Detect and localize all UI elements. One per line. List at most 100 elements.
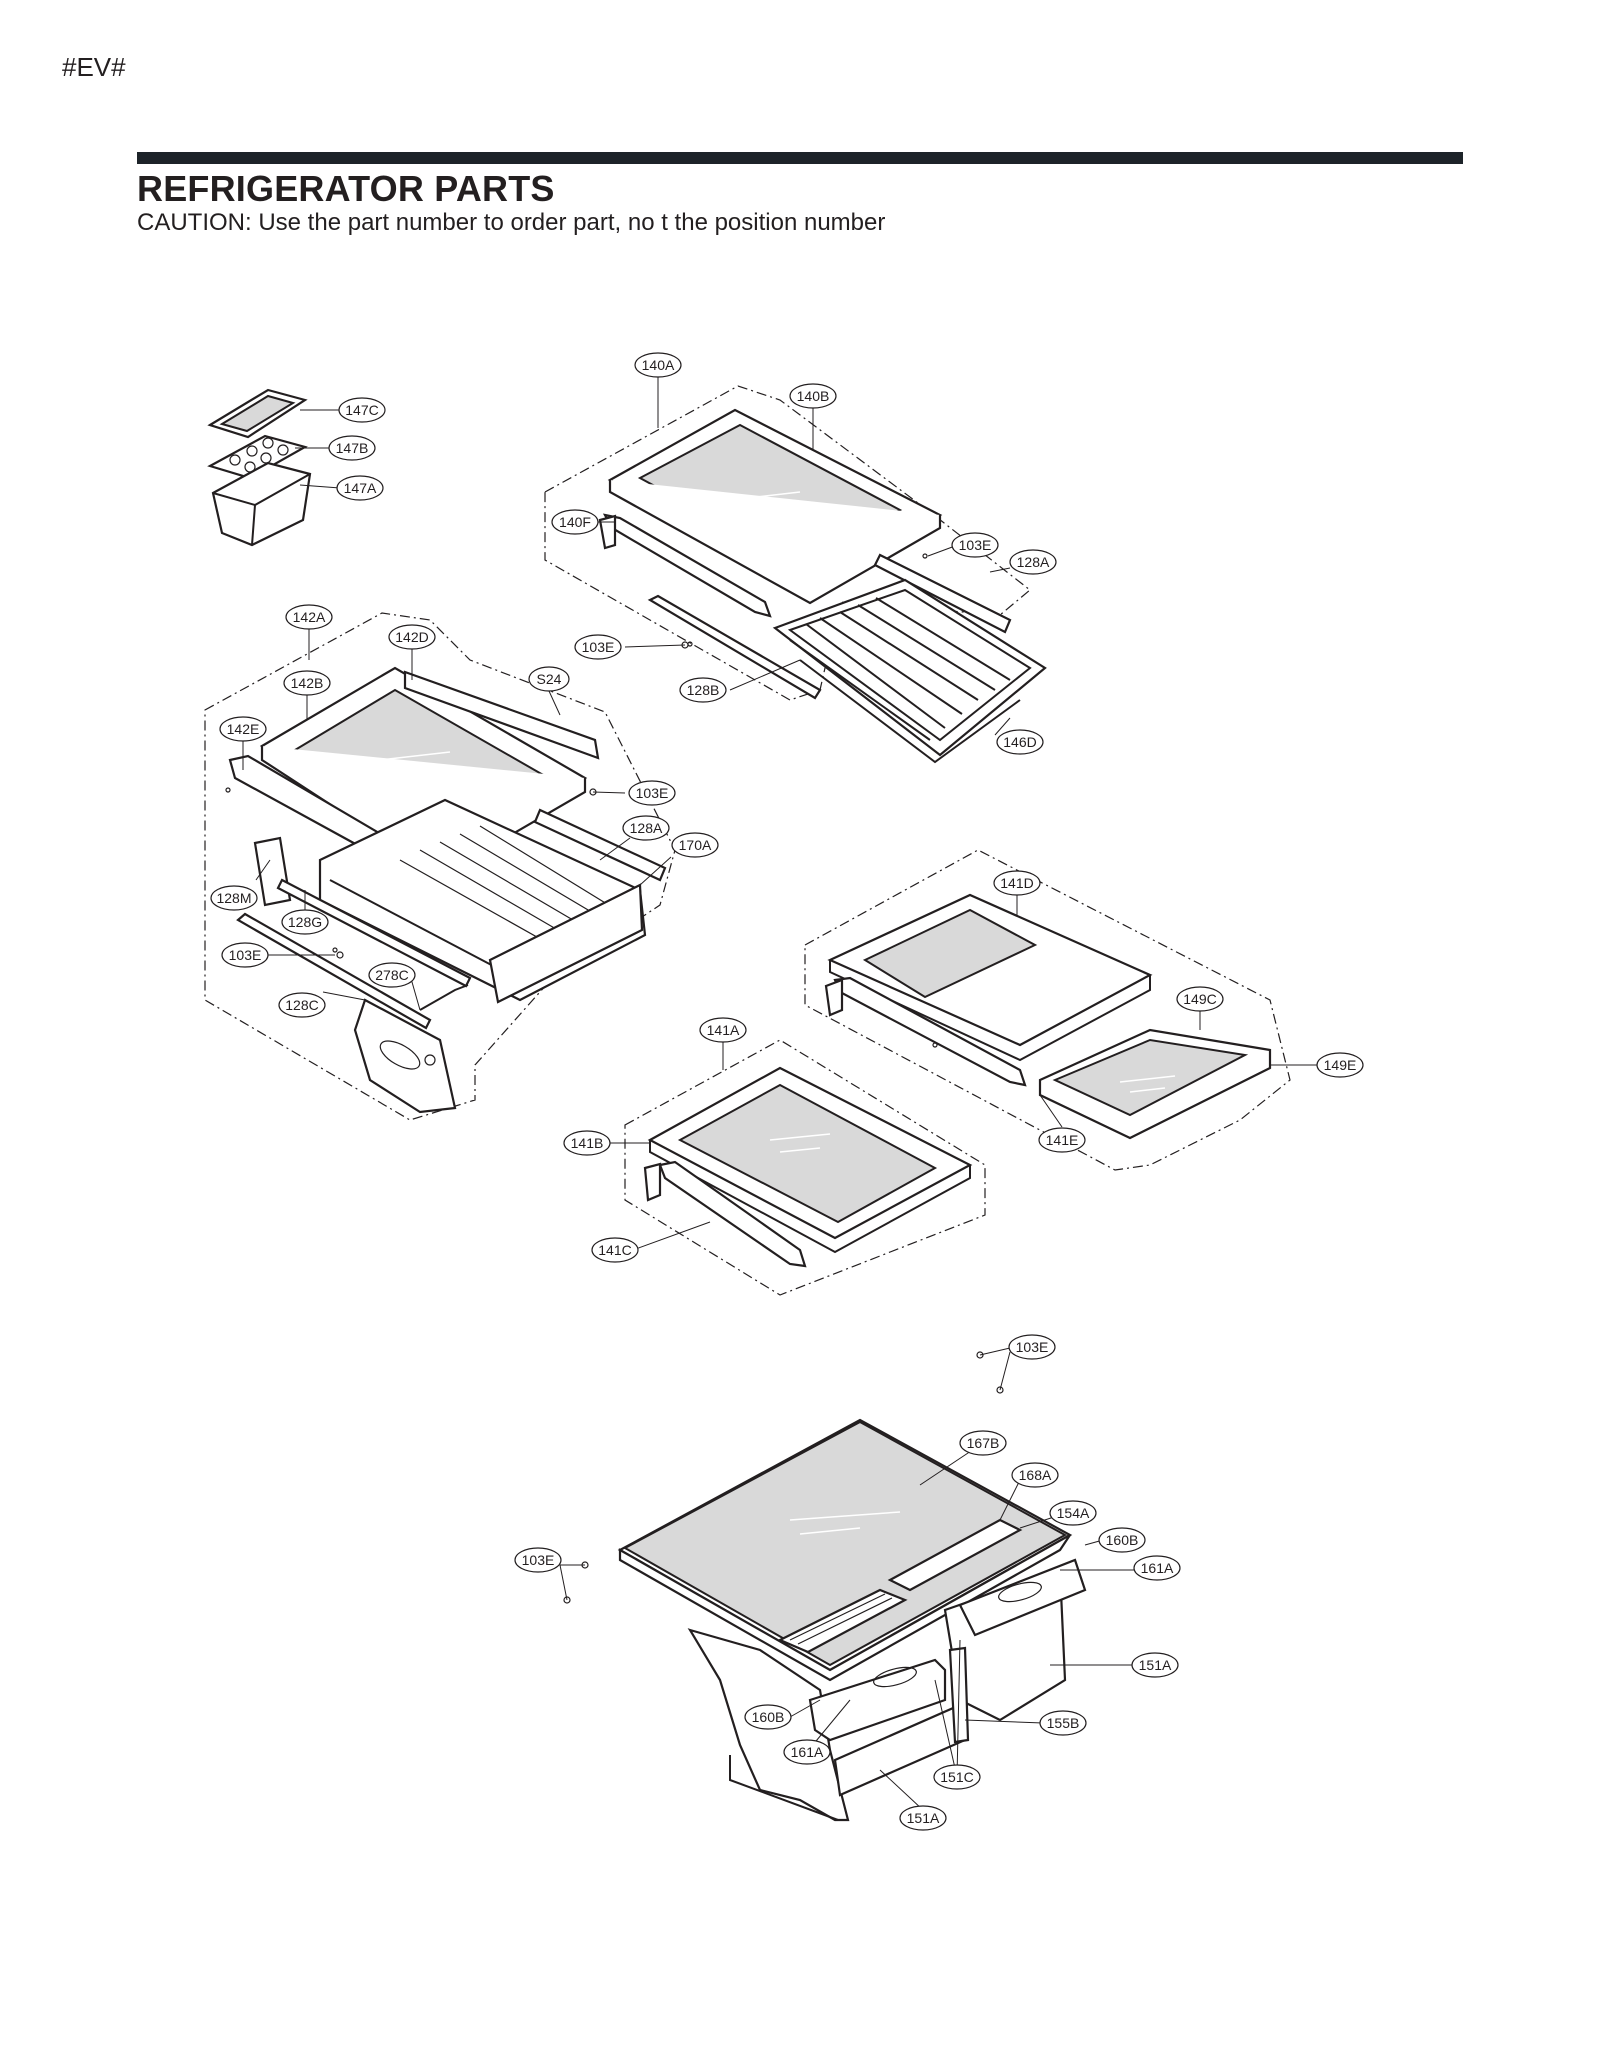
crisper-assembly [617, 1418, 1087, 1822]
callout-label: 147C [345, 402, 378, 418]
callout-103e: 103E [1008, 1334, 1056, 1360]
callout-bubble [219, 716, 267, 742]
callout-160b: 160B [1098, 1527, 1146, 1553]
callout-142b: 142B [283, 670, 331, 696]
callout-bubble [899, 1805, 947, 1831]
callout-label: 141D [1000, 875, 1033, 891]
callout-128a: 128A [622, 815, 670, 841]
callout-142d: 142D [388, 624, 436, 650]
callout-146d: 146D [996, 729, 1044, 755]
callout-142e: 142E [219, 716, 267, 742]
corner-mark: #EV# [62, 52, 126, 82]
callout-label: 142A [293, 609, 326, 625]
callout-142a: 142A [285, 604, 333, 630]
callout-label: 141B [571, 1135, 604, 1151]
callout-bubble [551, 509, 599, 535]
callout-140b: 140B [789, 383, 837, 409]
callout-147a: 147A [336, 475, 384, 501]
callout-label: 155B [1047, 1715, 1080, 1731]
callout-label: 103E [1016, 1339, 1049, 1355]
callout-168a: 168A [1011, 1462, 1059, 1488]
callout-bubble [789, 383, 837, 409]
callout-bubble [336, 475, 384, 501]
callout-bubble [1176, 986, 1224, 1012]
callout-label: 128C [285, 997, 318, 1013]
callout-label: 128A [1017, 554, 1050, 570]
callout-bubble [933, 1764, 981, 1790]
callout-103e: 103E [628, 780, 676, 806]
callout-128b: 128B [679, 677, 727, 703]
callout-bubble [783, 1739, 831, 1765]
callout-bubble [388, 624, 436, 650]
callout-bubble [996, 729, 1044, 755]
shelf-group-142 [204, 612, 676, 1121]
callout-154a: 154A [1049, 1500, 1097, 1526]
callout-149e: 149E [1316, 1052, 1364, 1078]
callout-bubble [671, 832, 719, 858]
callout-155b: 155B [1039, 1710, 1087, 1736]
callout-bubble [1009, 549, 1057, 575]
callout-label: 141A [707, 1022, 740, 1038]
callout-141e: 141E [1038, 1127, 1086, 1153]
callout-bubble [574, 634, 622, 660]
callout-bubble [959, 1430, 1007, 1456]
callout-label: 170A [679, 837, 712, 853]
callout-167b: 167B [959, 1430, 1007, 1456]
callout-label: 141E [1046, 1132, 1079, 1148]
callout-bubble [679, 677, 727, 703]
callout-label: 278C [375, 967, 408, 983]
callout-label: 103E [959, 537, 992, 553]
callout-bubble [628, 780, 676, 806]
callout-layer: 147C 147B 147A 140A 140B 140F 103E 128A 103E 128B… [210, 352, 1364, 1831]
callout-label: 149E [1324, 1057, 1357, 1073]
callout-label: 147A [344, 480, 377, 496]
callout-147b: 147B [328, 435, 376, 461]
callout-bubble [1049, 1500, 1097, 1526]
callout-label: 149C [1183, 991, 1216, 1007]
callout-bubble [699, 1017, 747, 1043]
callout-bubble [328, 435, 376, 461]
callout-bubble [514, 1547, 562, 1573]
callout-bubble [283, 670, 331, 696]
callout-128c: 128C [278, 992, 326, 1018]
callout-bubble [528, 666, 570, 692]
callout-151a: 151A [1131, 1652, 1179, 1678]
egg-tray-assembly [207, 388, 312, 547]
callout-bubble [1131, 1652, 1179, 1678]
shelf-group-141 [624, 1039, 986, 1296]
callout-label: 103E [582, 639, 615, 655]
callout-161a: 161A [783, 1739, 831, 1765]
callout-label: 140B [797, 388, 830, 404]
callout-label: 140A [642, 357, 675, 373]
callout-label: 161A [1141, 1560, 1174, 1576]
callout-label: 128M [216, 890, 251, 906]
callout-label: 154A [1057, 1505, 1090, 1521]
callout-bubble [1316, 1052, 1364, 1078]
shelf-group-140 [544, 385, 1047, 764]
callout-label: 140F [559, 514, 591, 530]
callout-bubble [1011, 1462, 1059, 1488]
callout-140a: 140A [634, 352, 682, 378]
callout-bubble [1008, 1334, 1056, 1360]
callout-label: 103E [636, 785, 669, 801]
callout-151a: 151A [899, 1805, 947, 1831]
callout-bubble [1038, 1127, 1086, 1153]
page-title: REFRIGERATOR PARTS [137, 168, 555, 209]
callout-label: 142D [395, 629, 428, 645]
callout-s24: S24 [528, 666, 570, 692]
callout-bubble [744, 1704, 792, 1730]
callout-128a: 128A [1009, 549, 1057, 575]
callout-141b: 141B [563, 1130, 611, 1156]
callout-141d: 141D [993, 870, 1041, 896]
callout-bubble [278, 992, 326, 1018]
callout-128m: 128M [210, 885, 258, 911]
callout-149c: 149C [1176, 986, 1224, 1012]
callout-label: 168A [1019, 1467, 1052, 1483]
callout-bubble [1098, 1527, 1146, 1553]
callout-bubble [622, 815, 670, 841]
callout-bubble [285, 604, 333, 630]
callout-141c: 141C [591, 1237, 639, 1263]
callout-151c: 151C [933, 1764, 981, 1790]
callout-label: 160B [1106, 1532, 1139, 1548]
